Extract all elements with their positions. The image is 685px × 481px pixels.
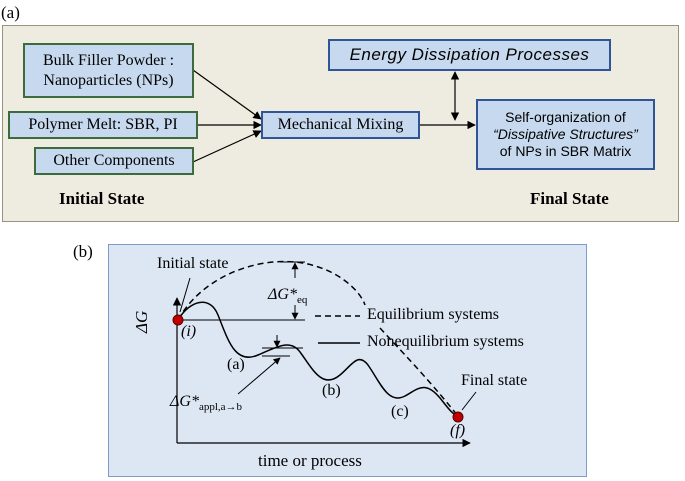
x-axis-label: time or process [258,451,362,470]
dg-eq-label: ΔG*eq [268,287,307,306]
bulk-filler-line2: Nanoparticles (NPs) [43,71,174,89]
energy-dissipation-box: Energy Dissipation Processes [328,39,611,71]
energy-dissipation-text: Energy Dissipation Processes [349,44,590,64]
point-i-label: (i) [181,323,197,340]
mechanical-mixing-box: Mechanical Mixing [261,111,420,139]
nonequilibrium-curve [177,301,459,417]
polymer-melt-text: Polymer Melt: SBR, PI [28,116,178,134]
final-state-dot [452,411,464,423]
other-components-box: Other Components [34,147,194,175]
point-f-label: (f) [450,422,466,439]
final-state-b-label: Final state [461,372,528,389]
polymer-melt-box: Polymer Melt: SBR, PI [8,111,198,139]
dg-appl-main: ΔG* [170,393,199,410]
final-state-label: Final State [530,189,609,208]
equilibrium-curve-descent [379,327,459,417]
bulk-filler-box: Bulk Filler Powder : Nanoparticles (NPs) [23,43,194,98]
arrow-other-to-mixing [192,130,262,163]
arrow-filler-to-mixing [192,69,262,120]
dg-appl-label: ΔG*appl,a→b [170,394,242,413]
initial-state-label: Initial State [59,189,145,208]
other-components-text: Other Components [53,152,175,170]
initial-state-pointer [179,277,191,313]
self-organization-box: Self-organization of “Dissipative Struct… [476,99,655,170]
point-b-label: (b) [322,382,341,399]
initial-state-b-label: Initial state [157,255,229,272]
legend-nonequilibrium: Nonequilibrium systems [367,333,524,350]
legend-equilibrium: Equilibrium systems [367,306,499,323]
self-org-line1: Self-organization of [505,109,626,126]
bulk-filler-line1: Bulk Filler Powder : [42,52,175,70]
y-axis-label: ΔG [132,310,151,333]
final-state-pointer [461,391,477,411]
point-a-label: (a) [227,356,245,373]
panel-a-label: (a) [1,3,20,22]
panel-b-label: (b) [73,242,93,261]
self-org-line2: “Dissipative Structures” [493,126,638,143]
appl-pointer-arrow [237,357,281,395]
point-c-label: (c) [391,403,409,420]
mechanical-mixing-text: Mechanical Mixing [277,116,404,134]
initial-state-dot [172,314,184,326]
dg-eq-main: ΔG* [268,286,297,303]
self-org-line3: of NPs in SBR Matrix [499,142,632,159]
dg-appl-sub: appl,a→b [198,401,243,414]
dg-eq-sub: eq [296,294,308,307]
